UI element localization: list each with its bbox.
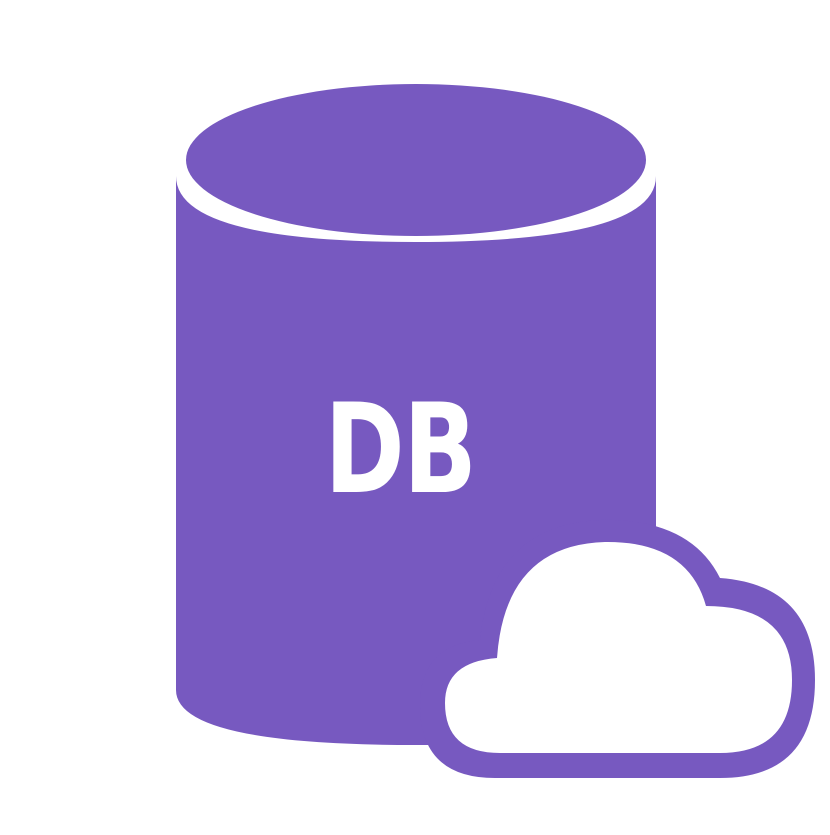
cloud-icon: [445, 541, 792, 753]
cylinder-top: [186, 84, 646, 236]
